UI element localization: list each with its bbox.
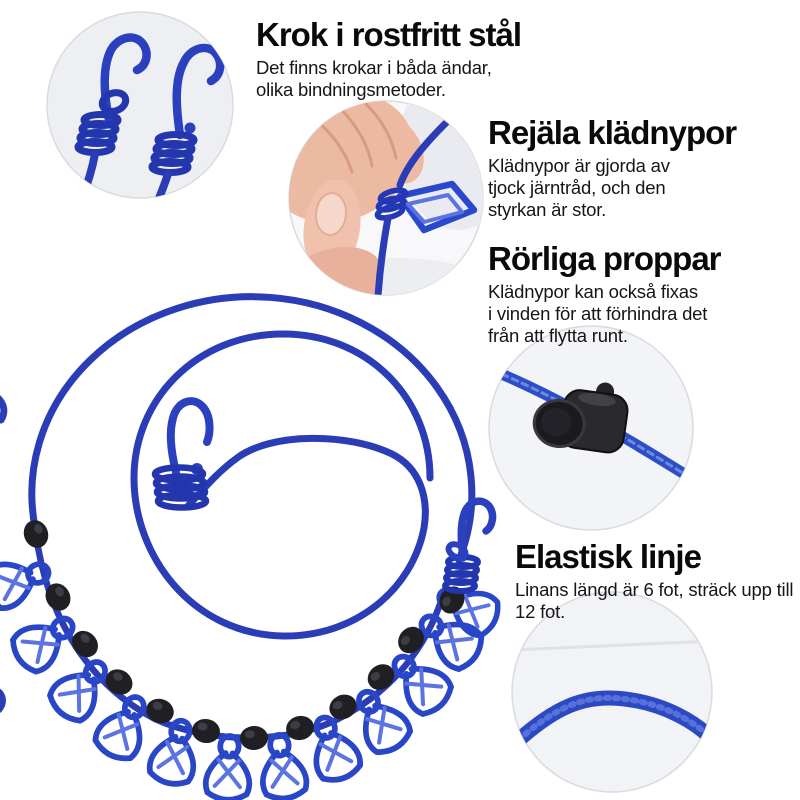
clothespin: [0, 550, 55, 613]
callout-hooks-body: Det finns krokar i båda ändar, olika bin…: [256, 57, 521, 101]
callout-elastic-line: Linans längd är 6 fot, sträck upp till: [515, 579, 794, 600]
center-hook: [151, 397, 214, 511]
hook-left: [74, 33, 151, 198]
callout-hooks-line: Det finns krokar i båda ändar,: [256, 57, 492, 78]
hand-clip-closeup-circle: [288, 100, 484, 296]
callout-stoppers: Rörliga proppar Klädnypor kan också fixa…: [488, 240, 722, 347]
thumbnail: [314, 192, 348, 236]
callout-stoppers-line: från att flytta runt.: [488, 325, 628, 346]
callout-clips-body: Klädnypor är gjorda av tjock järntråd, o…: [488, 155, 736, 221]
right-end-hook: [442, 497, 497, 594]
stopper-bead: [19, 516, 53, 552]
cord-outer-loop: [28, 293, 476, 564]
callout-stoppers-body: Klädnypor kan också fixas i vinden för a…: [488, 281, 721, 347]
cord-fragment-left-edge-lower: [0, 688, 6, 713]
callout-clips-line: tjock järntråd, och den: [488, 177, 666, 198]
callout-clips-title: Rejäla klädnypor: [488, 114, 737, 151]
callout-clips-line: styrkan är stor.: [488, 199, 607, 220]
stopper-bead: [239, 725, 269, 751]
cord-stopper: [532, 382, 629, 454]
hook-right: [148, 43, 225, 198]
callout-hooks-title: Krok i rostfritt stål: [256, 16, 522, 53]
callout-clips-line: Klädnypor är gjorda av: [488, 155, 670, 176]
center-hook-coil: [151, 464, 210, 511]
callout-clips: Rejäla klädnypor Klädnypor är gjorda av …: [488, 114, 737, 221]
table-edge-line: [512, 639, 712, 652]
cord-fragment-left-edge: [0, 395, 8, 424]
hooks-closeup-circle: [46, 11, 234, 199]
cord-closeup-circle: [511, 591, 713, 793]
right-end-coil: [442, 554, 481, 594]
stopper-closeup-circle: [488, 325, 694, 531]
clip-chain: [0, 550, 504, 800]
callout-stoppers-line: i vinden för att förhindra det: [488, 303, 708, 324]
stopper-bead: [190, 717, 222, 745]
wire-clip: [396, 180, 478, 234]
callout-elastic-body: Linans längd är 6 fot, sträck upp till 1…: [515, 579, 793, 623]
coiled-clothesline-with-clips: [0, 293, 504, 800]
callout-hooks-line: olika bindningsmetoder.: [256, 79, 446, 100]
callout-stoppers-title: Rörliga proppar: [488, 240, 722, 277]
callout-elastic-title: Elastisk linje: [515, 538, 702, 575]
callout-elastic-line: 12 fot.: [515, 601, 566, 622]
callout-elastic: Elastisk linje Linans längd är 6 fot, st…: [515, 538, 793, 623]
callout-hooks: Krok i rostfritt stål Det finns krokar i…: [256, 16, 522, 101]
callout-stoppers-line: Klädnypor kan också fixas: [488, 281, 698, 302]
cord-inner-loop: [130, 330, 434, 640]
